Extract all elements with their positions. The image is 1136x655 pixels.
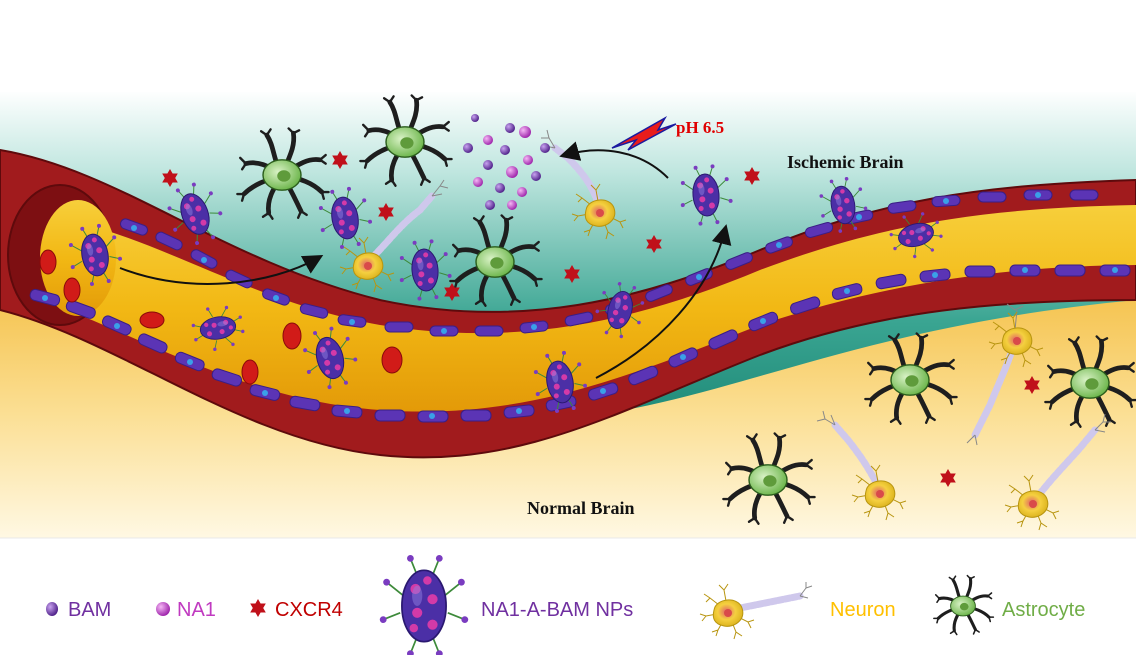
normal-region-bg [0,290,1136,538]
legend-bam-label: BAM [68,599,111,621]
legend-np-icon [378,554,470,655]
legend-na1-label: NA1 [177,599,216,621]
legend-astrocyte-icon [932,574,995,637]
legend-astrocyte-label: Astrocyte [1002,599,1085,621]
top-white-band [0,0,1136,92]
normal-brain-label: Normal Brain [527,498,635,518]
neuron-cell [339,179,449,293]
transport-arrows [119,141,732,379]
legend-neuron-label: Neuron [830,599,896,621]
legend: BAM NA1 CXCR4 NA1-A-BAM NPs Neuron Astro… [46,554,1085,655]
legend-cxcr4-icon [250,599,266,617]
legend-nps-label: NA1-A-BAM NPs [481,599,633,621]
lightning-bolt-icon [611,115,677,151]
legend-neuron-icon [699,582,813,640]
released-particles [463,114,550,210]
legend-bam-icon [46,602,58,616]
ischemic-brain-label: Ischemic Brain [787,152,904,172]
vessel-lumen [40,205,1136,412]
neuron-cell [1004,413,1111,531]
ph-label: pH 6.5 [676,118,724,137]
red-blood-cells [39,249,403,385]
legend-na1-icon [156,602,170,616]
neuron-cell [816,410,907,521]
endothelial-nuclei [42,192,1118,419]
legend-cxcr4-label: CXCR4 [275,599,343,621]
neuron-cell [966,303,1044,446]
